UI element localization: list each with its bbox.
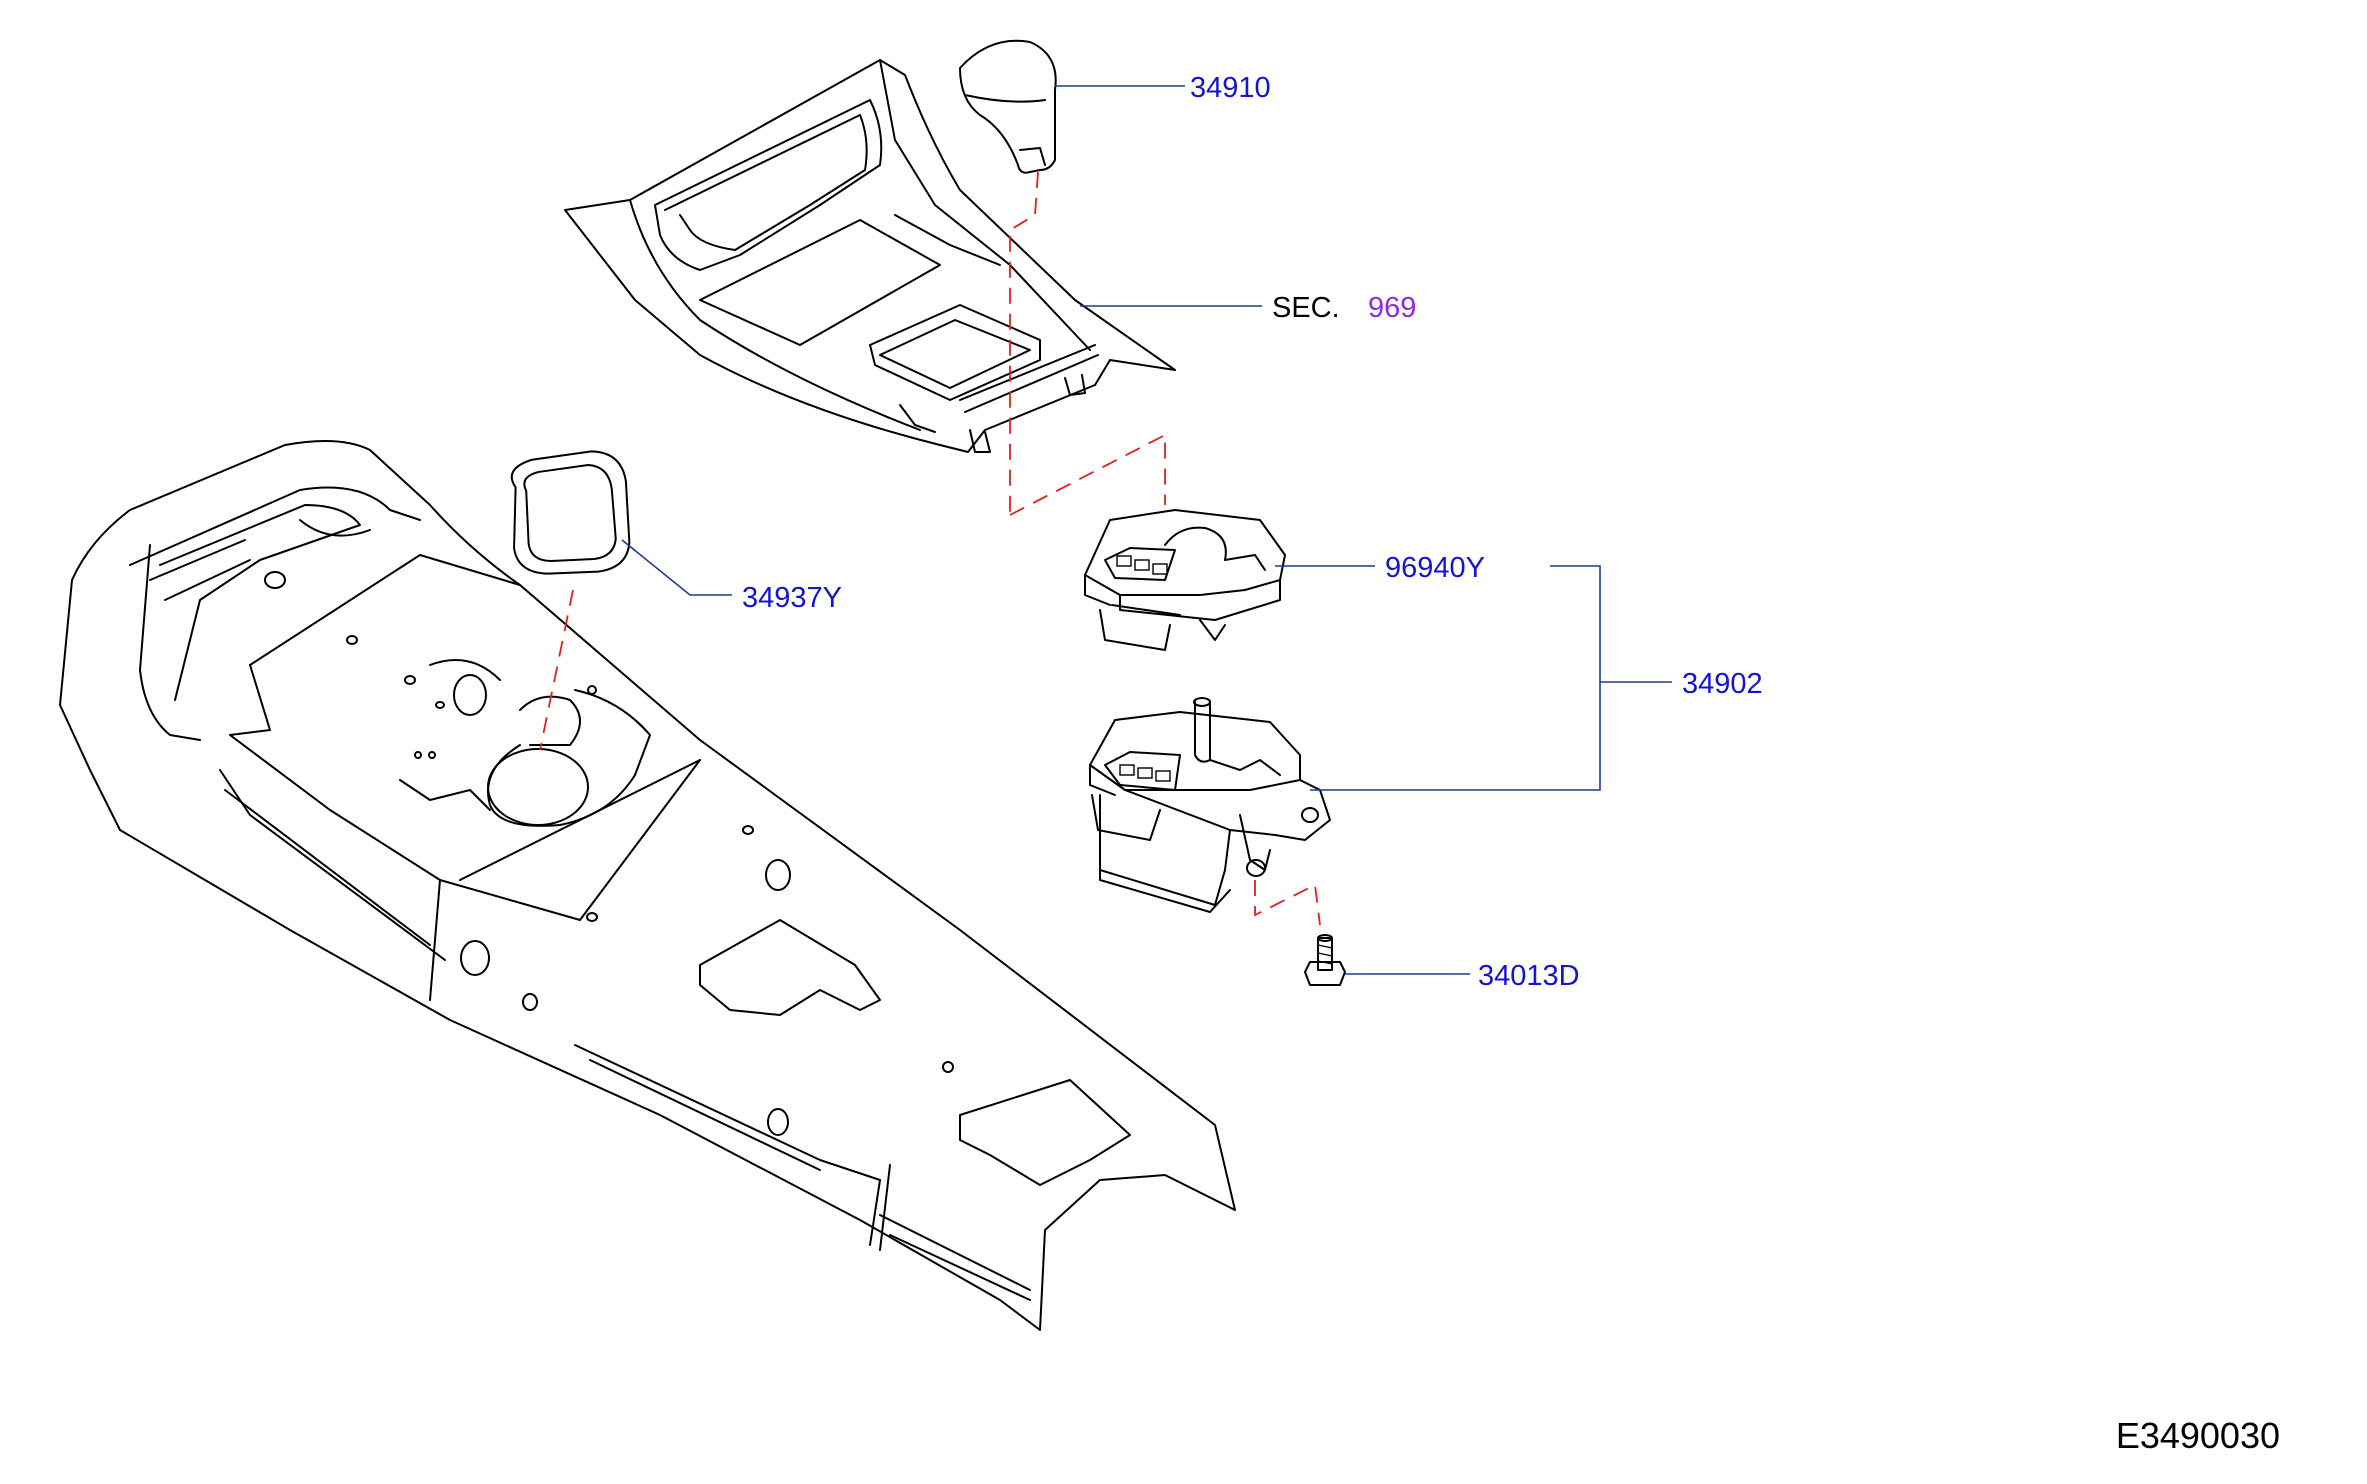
alignment-guides — [539, 171, 1321, 926]
console-finisher-part — [564, 59, 1176, 453]
label-34013d: 34013D — [1478, 960, 1580, 992]
part-labels: 34910 SEC. 969 34937Y 96940Y 34902 34013… — [742, 72, 1763, 992]
floor-tunnel-panel — [59, 440, 1236, 1331]
bolt-part — [1304, 934, 1346, 986]
label-96940y: 96940Y — [1385, 552, 1485, 584]
shift-boot-part — [510, 450, 631, 575]
indicator-part — [1084, 509, 1286, 651]
label-34902: 34902 — [1682, 668, 1763, 700]
label-34910: 34910 — [1190, 72, 1271, 104]
label-sec-number: 969 — [1368, 292, 1416, 324]
shift-knob-part — [959, 39, 1057, 174]
shift-device-part — [1089, 697, 1331, 913]
leader-lines — [621, 85, 1672, 975]
label-34937y: 34937Y — [742, 582, 842, 614]
diagram-code: E3490030 — [2116, 1415, 2280, 1456]
label-sec-prefix: SEC. — [1272, 292, 1340, 324]
